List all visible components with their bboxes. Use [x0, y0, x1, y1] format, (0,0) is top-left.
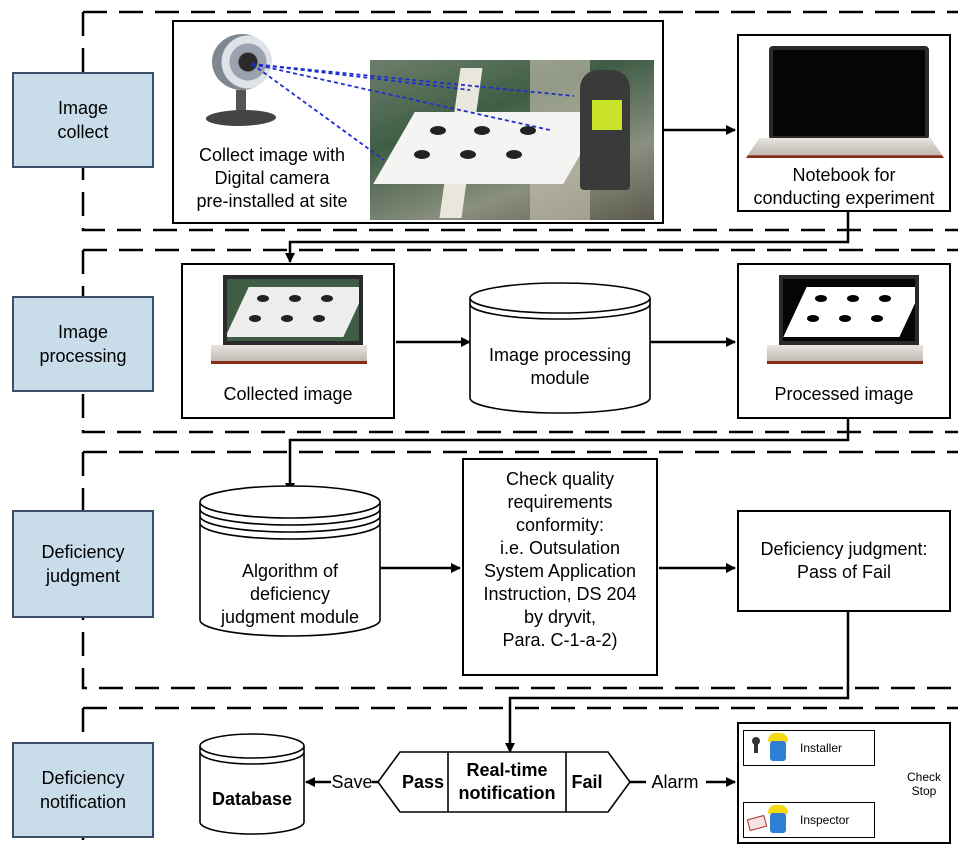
module-cylinder [469, 282, 651, 414]
algorithm-label: Algorithm of deficiency judgment module [220, 561, 360, 627]
laptop-keyboard [745, 138, 945, 159]
collected-image-thumbnail [223, 275, 363, 345]
notification-recipients-panel: Installer Inspector Check Stop [737, 722, 951, 844]
installer-label: Installer [800, 741, 843, 755]
arrow-result-to-notification [505, 612, 850, 753]
laptop-keyboard [211, 345, 367, 364]
stage-label-image-processing: Image processing [12, 296, 154, 392]
camera-photo-panel: Collect image with Digital camera pre-in… [172, 20, 664, 224]
trowel-icon [754, 741, 758, 753]
stage-label-deficiency-notification: Deficiency notification [12, 742, 154, 838]
save-label: Save [331, 772, 373, 792]
notebook-caption: Notebook for conducting experiment [753, 165, 935, 208]
laptop-screen [769, 46, 929, 140]
hard-hat-icon [768, 733, 788, 742]
arrow-processed-to-algorithm [285, 418, 850, 493]
inspector-box: Inspector [743, 802, 875, 838]
collected-image-caption: Collected image [223, 384, 353, 404]
inspector-figure-icon [770, 813, 786, 833]
laptop-keyboard [767, 345, 923, 364]
stage-label-image-collect: Image collect [12, 72, 154, 168]
database-cylinder [199, 733, 305, 835]
judgment-result-box: Deficiency judgment: Pass of Fail [737, 510, 951, 612]
pass-label: Pass [401, 772, 445, 792]
fail-label: Fail [571, 772, 603, 792]
arrow-notebook-to-collected [285, 212, 850, 263]
camera-rays [251, 63, 575, 161]
inspector-label: Inspector [800, 813, 850, 827]
hard-hat-icon [768, 805, 788, 814]
installer-figure-icon [770, 741, 786, 761]
check-conformity-box: Check quality requirements conformity: i… [462, 458, 658, 676]
check-stop-label: Check Stop [906, 770, 941, 798]
notebook-panel: Notebook for conducting experiment [737, 34, 951, 212]
stage-label-deficiency-judgment: Deficiency judgment [12, 510, 154, 618]
installer-box: Installer [743, 730, 875, 766]
checklist-icon [746, 814, 768, 832]
module-label: Image processing module [488, 345, 632, 388]
realtime-notification-label: Real-time notification [458, 760, 556, 803]
check-conformity-text: Check quality requirements conformity: i… [483, 469, 637, 650]
processed-image-thumbnail [779, 275, 919, 345]
camera-caption: Collect image with Digital camera pre-in… [196, 145, 348, 211]
collected-image-panel: Collected image [181, 263, 395, 419]
database-label: Database [211, 789, 293, 809]
processed-image-caption: Processed image [774, 384, 914, 404]
judgment-result-text: Deficiency judgment: Pass of Fail [760, 539, 928, 582]
processed-image-panel: Processed image [737, 263, 951, 419]
algorithm-cylinder [199, 485, 381, 637]
alarm-label: Alarm [651, 772, 699, 792]
webcam-icon [192, 30, 282, 150]
worker [580, 70, 630, 190]
site-photo [370, 60, 654, 220]
